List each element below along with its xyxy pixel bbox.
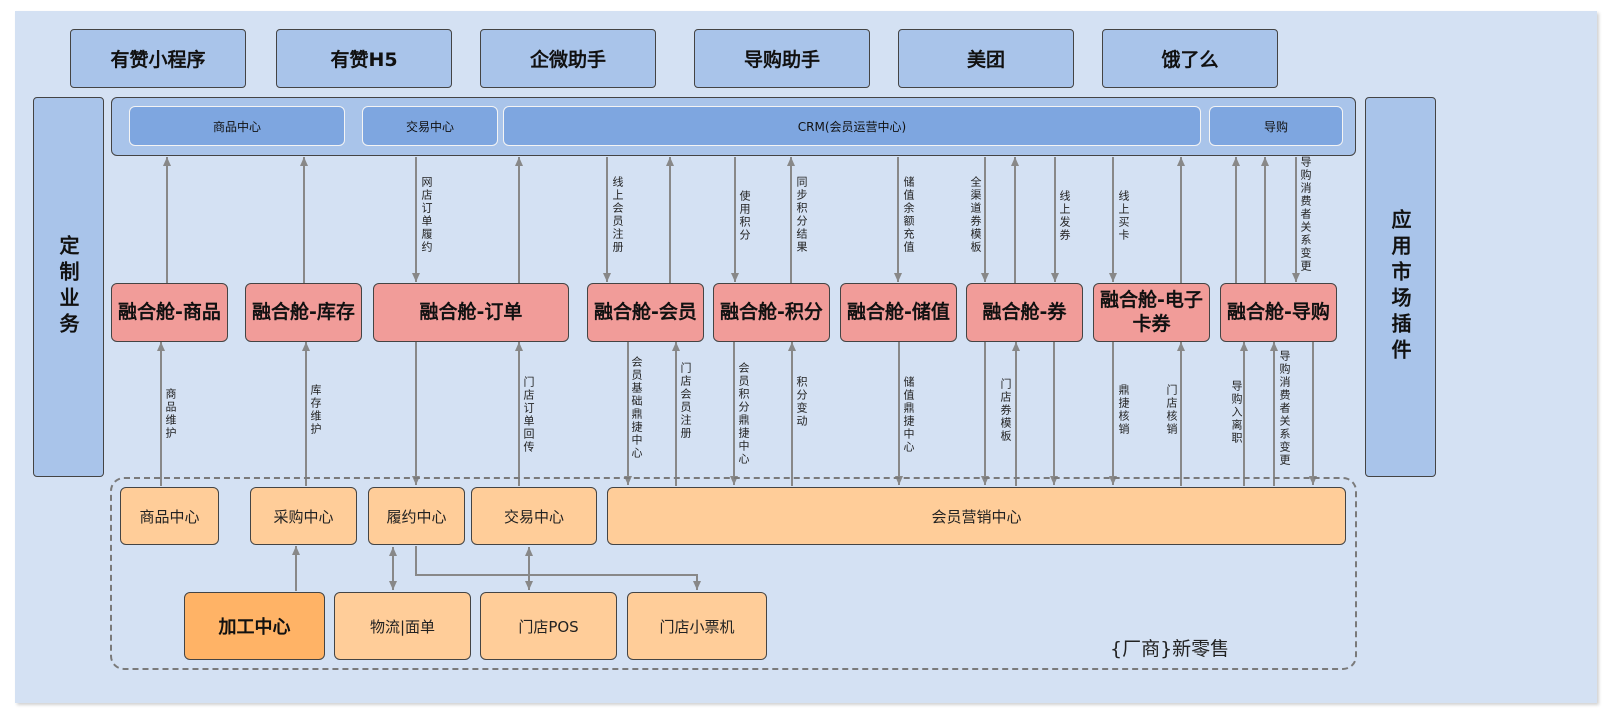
- backend-goods-center: 商品中心: [120, 487, 219, 545]
- fusion-member: 融合舱-会员: [587, 283, 704, 342]
- flow-label-dingjie-writeoff: 鼎捷核销: [1117, 384, 1130, 436]
- flow-label-points-change: 积分变动: [795, 376, 808, 428]
- app-market-plugin-column: 应用市场插件: [1365, 97, 1436, 477]
- fusion-goods: 融合舱-商品: [111, 283, 228, 342]
- channel-eleme: 饿了么: [1102, 29, 1278, 88]
- backend-fulfillment-center: 履约中心: [368, 487, 465, 545]
- flow-label-omni-coupon-template: 全渠道券模板: [969, 176, 982, 254]
- processing-center: 加工中心: [184, 592, 325, 660]
- flow-label-guide-relation-change-lower: 导购消费者关系变更: [1278, 350, 1291, 467]
- flow-label-online-member-register: 线上会员注册: [611, 176, 624, 254]
- flow-label-sync-points: 同步积分结果: [795, 176, 808, 254]
- channel-meituan: 美团: [898, 29, 1074, 88]
- custom-business-column: 定制业务: [33, 97, 104, 477]
- backend-procurement-center: 采购中心: [250, 487, 357, 545]
- flow-label-member-points-center: 会员积分鼎捷中心: [737, 362, 750, 466]
- logistics-waybill: 物流|面单: [334, 592, 471, 660]
- platform-crm: CRM(会员运营中心): [503, 106, 1201, 146]
- flow-label-goods-maintenance: 商品维护: [164, 388, 177, 440]
- flow-label-online-card-purchase: 线上买卡: [1117, 190, 1130, 242]
- flow-label-store-order-return: 门店订单回传: [522, 376, 535, 454]
- channel-wecom-assistant: 企微助手: [480, 29, 656, 88]
- flow-label-online-coupon-issue: 线上发券: [1058, 190, 1071, 242]
- fusion-stored-value: 融合舱-储值: [840, 283, 957, 342]
- flow-label-guide-relation-change-upper: 导购消费者关系变更: [1299, 156, 1312, 273]
- vendor-label: {厂商}新零售: [1110, 638, 1230, 660]
- platform-trade-center: 交易中心: [362, 106, 498, 146]
- flow-label-guide-onboard-leave: 导购入离职: [1230, 380, 1243, 445]
- flow-label-inventory-maintenance: 库存维护: [309, 384, 322, 436]
- vendor-new-retail-region: [110, 477, 1357, 670]
- fusion-order: 融合舱-订单: [373, 283, 569, 342]
- flow-label-stored-value-recharge: 储值余额充值: [902, 176, 915, 254]
- flow-label-store-coupon-template: 门店券模板: [999, 378, 1012, 443]
- backend-member-marketing-center: 会员营销中心: [607, 487, 1346, 545]
- flow-label-store-member-register: 门店会员注册: [679, 362, 692, 440]
- flow-label-online-order: 网店订单履约: [420, 176, 433, 254]
- flow-label-member-base-center: 会员基础鼎捷中心: [630, 356, 643, 460]
- fusion-ecard-coupon: 融合舱-电子卡券: [1093, 283, 1210, 342]
- flow-label-use-points: 使用积分: [738, 190, 751, 242]
- fusion-points: 融合舱-积分: [713, 283, 830, 342]
- fusion-shopping-guide: 融合舱-导购: [1220, 283, 1337, 342]
- platform-guide: 导购: [1209, 106, 1343, 146]
- channel-youzan-miniprogram: 有赞小程序: [70, 29, 246, 88]
- store-pos: 门店POS: [480, 592, 617, 660]
- store-receipt-printer: 门店小票机: [627, 592, 767, 660]
- channel-guide-assistant: 导购助手: [694, 29, 870, 88]
- platform-goods-center: 商品中心: [129, 106, 345, 146]
- fusion-inventory: 融合舱-库存: [245, 283, 362, 342]
- backend-trade-center: 交易中心: [471, 487, 597, 545]
- flow-label-store-writeoff: 门店核销: [1165, 384, 1178, 436]
- fusion-coupon: 融合舱-券: [966, 283, 1083, 342]
- flow-label-stored-value-center: 储值鼎捷中心: [902, 376, 915, 454]
- channel-youzan-h5: 有赞H5: [276, 29, 452, 88]
